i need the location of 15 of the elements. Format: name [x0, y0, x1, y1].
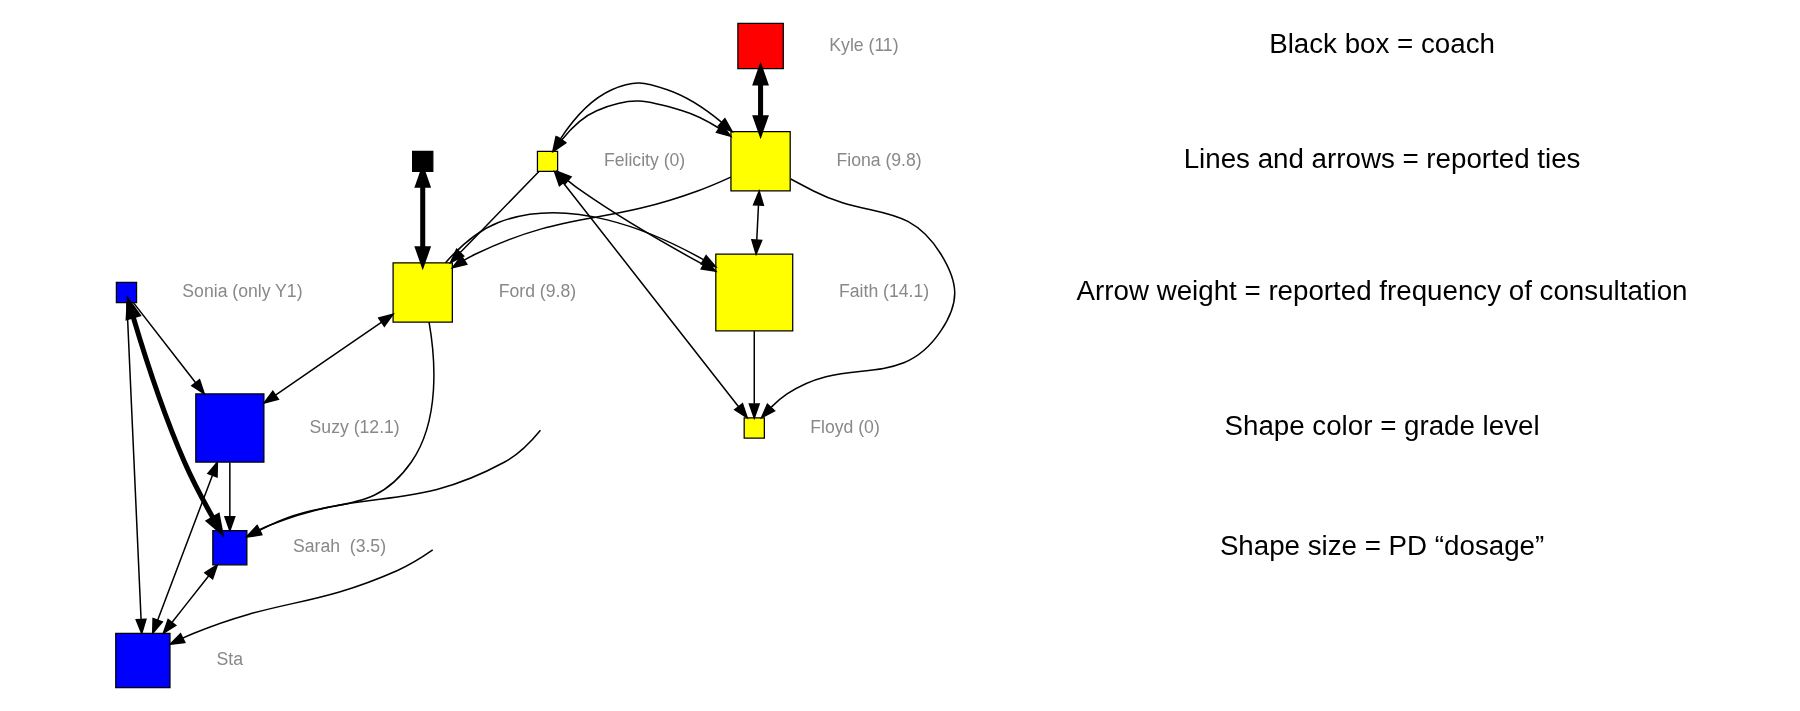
label: Black box = coach — [1268, 28, 1495, 60]
node-label: Sarah (3.5) — [292, 536, 386, 557]
node-label: Floyd (0) — [809, 416, 880, 437]
label: Shape color = grade level — [1224, 410, 1540, 442]
label: Arrow weight = reported frequency of consultation — [1076, 274, 1688, 306]
label: Lines and arrows = reported ties — [1183, 143, 1580, 175]
node-label: Fiona (9.8) — [835, 150, 922, 171]
node-label: Kyle (11) — [828, 34, 899, 55]
node-label: Suzy (12.1) — [309, 416, 400, 437]
node-label: Faith (14.1) — [838, 281, 929, 302]
node-label: Sonia (only Y1) — [181, 281, 303, 302]
label: Shape size = PD “dosage” — [1219, 529, 1544, 561]
node-label: Ford (9.8) — [498, 281, 576, 302]
node-label: Felicity (0) — [603, 150, 685, 171]
node-label: Sta — [216, 649, 243, 670]
